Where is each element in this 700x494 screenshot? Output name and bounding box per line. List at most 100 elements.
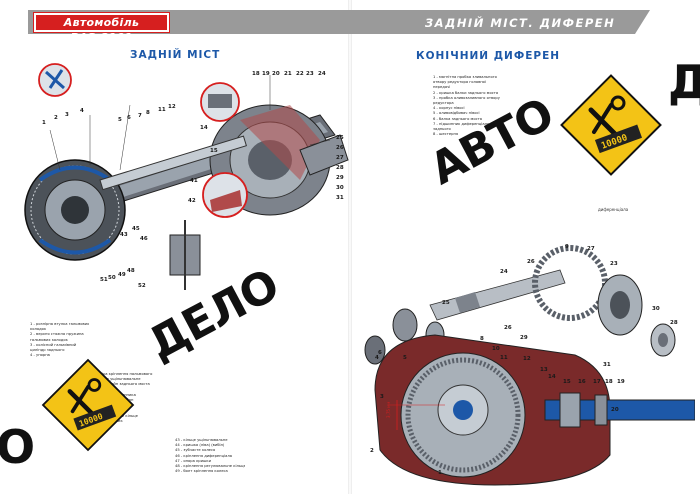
- part-number: 28: [336, 165, 344, 171]
- part-number: 17: [593, 379, 601, 385]
- part-number: 15: [210, 148, 218, 154]
- part-number: 22: [296, 71, 304, 77]
- legend-item: 47 - опора кришки: [175, 458, 212, 463]
- part-number: 9: [565, 244, 569, 250]
- rear-axle-illustration: [24, 63, 349, 290]
- part-number: 26: [504, 325, 512, 331]
- rear-axle-title: ЗАДНІЙ МІСТ: [130, 49, 221, 61]
- part-number: 42: [188, 198, 196, 204]
- legend-item: 32 - гайка кріплення пальмового: [88, 372, 153, 376]
- part-number: 10: [492, 346, 500, 352]
- part-number: 15: [563, 379, 571, 385]
- legend-item: 33 - кільце ущільнювальне: [88, 377, 141, 382]
- model-badge: Автомобіль ВАЗ-2101: [33, 12, 170, 44]
- part-number: 43: [120, 232, 128, 238]
- watermark-o: О: [0, 420, 36, 474]
- part-number: 27: [587, 246, 595, 252]
- page-gutter: [348, 0, 352, 494]
- part-number: 2: [370, 448, 374, 454]
- legend-item: колодок: [30, 327, 47, 332]
- part-number: 30: [652, 306, 660, 312]
- legend-item: отвору редуктора головної: [433, 80, 486, 85]
- part-number: 52: [138, 283, 146, 289]
- legend-item: 4 - корпус півосі: [433, 106, 465, 111]
- part-number: 51: [100, 277, 108, 283]
- differential-title: КОНІЧНИЙ ДИФЕРЕН: [416, 50, 561, 62]
- part-number: 24: [318, 71, 326, 77]
- part-number: 41: [190, 178, 198, 184]
- part-number: 31: [603, 362, 611, 368]
- legend-item: заднього: [433, 127, 451, 132]
- legend-item: 45 - зубчасте колесо: [175, 448, 216, 453]
- part-number: 8: [146, 110, 150, 116]
- part-number: 5: [403, 355, 407, 361]
- part-number: 12: [168, 104, 176, 110]
- legend-item: 3 - пробка оливозаливного отвору: [433, 95, 500, 100]
- part-number: 7: [138, 113, 142, 119]
- legend-item: 46 - кріплення диференціала: [175, 453, 233, 458]
- differential-illustration: [364, 245, 695, 486]
- legend-item: 4 - упорна: [30, 353, 50, 358]
- legend-left-top: 1 - розпірна втулка гальмових колодок 2 …: [30, 322, 115, 358]
- part-number: 29: [336, 175, 344, 181]
- part-number: 31: [336, 195, 344, 201]
- part-number: 28: [670, 320, 678, 326]
- caption-note: диференціала: [598, 207, 629, 212]
- part-number: 50: [108, 275, 116, 281]
- part-number: 24: [500, 269, 508, 275]
- part-number: 49: [118, 272, 126, 278]
- header-band-right: [350, 10, 650, 34]
- legend-item: 49 - болт кріплення колеса: [175, 469, 228, 474]
- dimension-note: 3,75 мм: [386, 401, 391, 418]
- part-number: 26: [527, 259, 535, 265]
- part-number: 18: [605, 379, 613, 385]
- part-number: 5: [118, 117, 122, 123]
- part-number: 27: [336, 155, 344, 161]
- legend-item: 3 - колісний гальмівний: [30, 342, 77, 347]
- watermark-sign-bottom: 10000: [41, 358, 135, 452]
- part-number: 13: [540, 367, 548, 373]
- part-number: 19: [617, 379, 625, 385]
- part-number: 14: [548, 374, 556, 380]
- part-number: 6: [378, 350, 382, 356]
- part-number: 4: [375, 355, 379, 361]
- part-number: 20: [611, 407, 619, 413]
- watermark-d: Д: [668, 55, 700, 109]
- part-number: 23: [610, 261, 618, 267]
- part-number: 11: [158, 107, 166, 113]
- part-number: 3: [380, 394, 384, 400]
- part-number: 6: [127, 115, 131, 121]
- legend-item: 2 - верхня стяжна пружина: [30, 332, 84, 337]
- part-number: 2: [54, 115, 58, 121]
- part-number: 18: [252, 71, 260, 77]
- part-number: 26: [336, 145, 344, 151]
- part-number: 23: [306, 71, 314, 77]
- part-number: 19: [262, 71, 270, 77]
- legend-item: 6 - балка заднього моста: [433, 116, 483, 121]
- legend-item: передачі: [433, 85, 451, 90]
- part-number: 14: [200, 125, 208, 131]
- legend-left-bottom-2: 43 - кільце ущільнювальне 44 - кришка (л…: [175, 438, 245, 474]
- part-number: 21: [284, 71, 292, 77]
- part-number: 25: [442, 300, 450, 306]
- part-number: 1: [438, 470, 442, 476]
- legend-item: 1 - магнітна пробка зливального: [433, 75, 497, 79]
- part-number: 3: [65, 112, 69, 118]
- part-number: 11: [500, 355, 508, 361]
- part-number: 1: [42, 120, 46, 126]
- legend-item: 8 - шестерня: [433, 132, 459, 137]
- part-number: 46: [140, 236, 148, 242]
- part-number: 30: [336, 185, 344, 191]
- part-number: 45: [132, 226, 140, 232]
- legend-item: 48 - кріплення регулювальне кільце: [175, 464, 245, 469]
- part-number: 12: [523, 356, 531, 362]
- part-number: 20: [272, 71, 280, 77]
- part-number: 29: [520, 335, 528, 341]
- watermark-sign-top: 10000: [560, 74, 662, 176]
- right-header-title: ЗАДНІЙ МІСТ. ДИФЕРЕН: [425, 16, 615, 30]
- part-number: 4: [80, 108, 84, 114]
- legend-item: циліндр заднього: [30, 348, 65, 353]
- part-number: 8: [480, 336, 484, 342]
- legend-item: гальмових колодок: [30, 337, 68, 342]
- legend-item: редуктора: [433, 101, 454, 106]
